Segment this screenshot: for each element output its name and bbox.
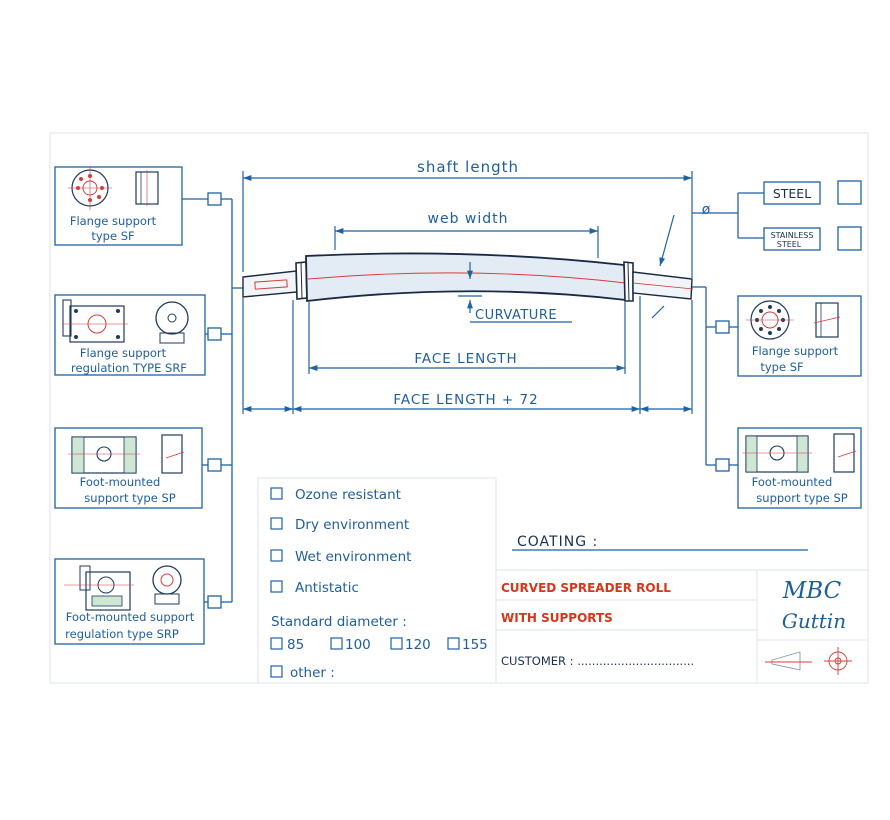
option-antistatic-checkbox[interactable]	[270, 580, 283, 593]
left-support-sf-line1: Flange support	[70, 214, 157, 228]
stainless-steel-checkbox[interactable]	[837, 226, 862, 251]
title-line2: WITH SUPPORTS	[501, 611, 613, 625]
left-support-sp-checkbox[interactable]	[207, 458, 222, 472]
right-support-sf: Flange support type SF	[737, 295, 862, 377]
left-support-sp-line2: support type SP	[84, 491, 175, 505]
option-ozone-label: Ozone resistant	[295, 487, 401, 503]
right-support-sf-line2: type SF	[760, 360, 803, 374]
logo-mbc: MBC	[782, 578, 842, 604]
option-wet-checkbox[interactable]	[270, 549, 283, 562]
flange-support-icon	[68, 166, 159, 210]
web-width-label: web width	[428, 211, 509, 227]
option-dry-label: Dry environment	[295, 517, 409, 533]
dimension-lines	[242, 171, 693, 414]
left-support-srp-line2: regulation type SRP	[65, 627, 179, 641]
standard-diameter-label: Standard diameter :	[271, 614, 407, 630]
material-connector	[692, 192, 764, 239]
right-support-sp-line2: support type SP	[756, 491, 847, 505]
stainless-label-line1: STAINLESS	[771, 231, 814, 240]
diameter-155-checkbox[interactable]	[447, 637, 460, 650]
foot-mounted-regulation-icon	[64, 565, 182, 611]
left-support-srf: Flange support regulation TYPE SRF	[54, 294, 206, 376]
curvature-label: CURVATURE	[475, 308, 557, 323]
steel-box	[763, 181, 821, 205]
coating-label: COATING :	[517, 534, 598, 550]
left-support-srf-line1: Flange support	[80, 346, 167, 360]
option-wet-label: Wet environment	[295, 549, 411, 565]
right-support-sf-checkbox[interactable]	[715, 320, 730, 334]
flange-support-regulation-icon	[62, 299, 189, 344]
foot-mounted-support-icon	[68, 434, 185, 474]
left-support-sf-checkbox[interactable]	[207, 192, 222, 206]
diameter-85-checkbox[interactable]	[270, 637, 283, 650]
projection-symbol-icon	[765, 647, 852, 675]
diameter-100-checkbox[interactable]	[330, 637, 343, 650]
left-support-sf: Flange support type SF	[54, 166, 183, 246]
diameter-120-label: 120	[405, 637, 431, 653]
shaft-length-label: shaft length	[417, 158, 519, 176]
foot-mounted-support-icon	[742, 433, 857, 473]
left-support-srp-checkbox[interactable]	[207, 595, 222, 609]
customer-label: CUSTOMER : .............................…	[501, 654, 694, 668]
diameter-155-label: 155	[462, 637, 488, 653]
face-length-72-label: FACE LENGTH + 72	[393, 392, 538, 408]
left-connector	[182, 198, 246, 603]
left-support-sp: Foot-mounted support type SP	[54, 427, 203, 509]
left-support-srf-checkbox[interactable]	[207, 327, 222, 341]
stainless-label-line2: STEEL	[777, 240, 802, 249]
logo-guttin: Guttin	[782, 609, 846, 633]
diameter-symbol: ø	[702, 202, 711, 218]
option-antistatic-label: Antistatic	[295, 580, 359, 596]
diameter-120-checkbox[interactable]	[390, 637, 403, 650]
right-connector	[692, 286, 738, 466]
option-ozone-checkbox[interactable]	[270, 487, 283, 500]
diameter-85-label: 85	[287, 637, 304, 653]
flange-support-icon	[746, 300, 841, 340]
right-support-sp-line1: Foot-mounted	[752, 475, 833, 489]
stainless-steel-box	[763, 227, 821, 251]
diameter-other-checkbox[interactable]	[270, 665, 283, 678]
option-dry-checkbox[interactable]	[270, 517, 283, 530]
face-length-label: FACE LENGTH	[414, 351, 517, 367]
right-support-sp: Foot-mounted support type SP	[737, 427, 862, 509]
left-support-sp-line1: Foot-mounted	[80, 475, 161, 489]
left-support-sf-line2: type SF	[91, 229, 134, 243]
left-support-srp-line1: Foot-mounted support	[66, 610, 195, 624]
left-support-srp: Foot-mounted support regulation type SRP	[54, 558, 205, 645]
right-support-sp-checkbox[interactable]	[715, 458, 730, 472]
roll-drawing	[242, 252, 694, 303]
left-support-srf-line2: regulation TYPE SRF	[71, 361, 187, 375]
diameter-100-label: 100	[345, 637, 371, 653]
title-line1: CURVED SPREADER ROLL	[501, 581, 671, 595]
right-support-sf-line1: Flange support	[752, 344, 839, 358]
steel-label: STEEL	[773, 186, 811, 201]
diameter-other-label: other :	[290, 665, 335, 681]
steel-checkbox[interactable]	[837, 180, 862, 205]
title-block-grid	[495, 569, 869, 684]
